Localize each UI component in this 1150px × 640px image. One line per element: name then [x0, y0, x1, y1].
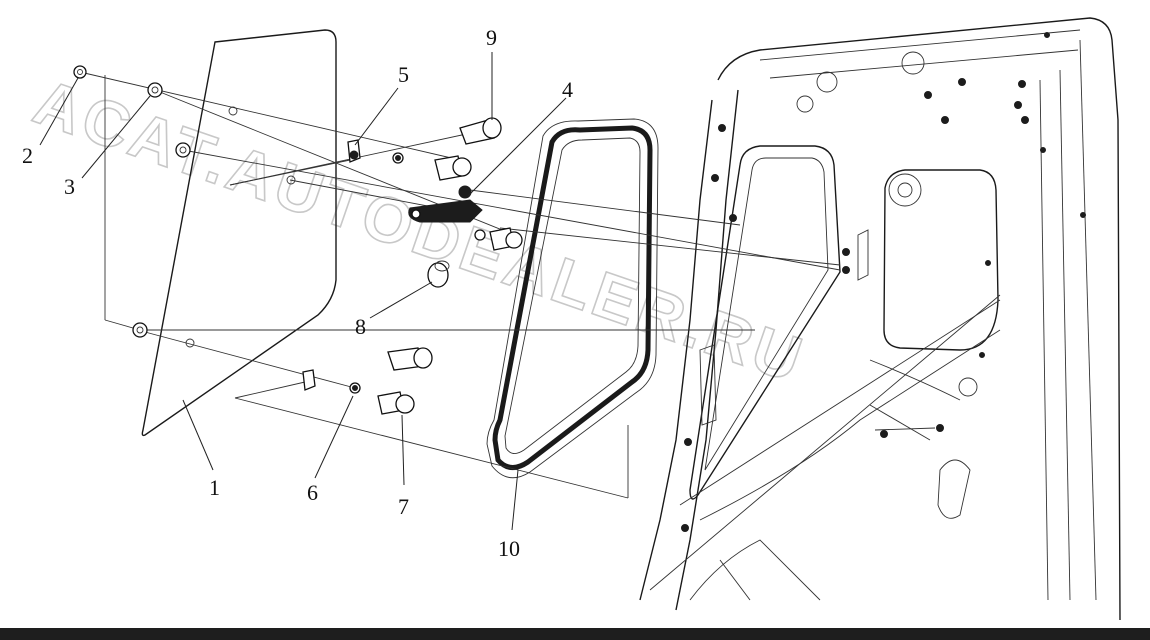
watermark-text: ACAT.AUTODEALER.RU: [25, 65, 814, 397]
cab-fasteners: [681, 32, 1086, 532]
bottom-border-bar: [0, 628, 1150, 640]
callout-9: 9: [486, 25, 497, 50]
callout-8: 8: [355, 314, 366, 339]
callout-labels: 2 3 5 9 4 8 1 6 7 10: [22, 25, 573, 561]
hardware-part-3: [132, 82, 191, 338]
spacer-part-8: [427, 260, 450, 288]
cab-body: [639, 17, 1121, 621]
sleeve-part-9: [387, 117, 502, 371]
hardware-part-2: [73, 65, 87, 79]
hinge-part-4: [408, 185, 483, 223]
callout-4: 4: [562, 77, 573, 102]
nut-part-6: [349, 152, 486, 394]
callout-3: 3: [64, 174, 75, 199]
callout-7: 7: [398, 494, 409, 519]
callout-10: 10: [498, 536, 520, 561]
glass-pane-part-1: [141, 29, 337, 437]
callout-1: 1: [209, 475, 220, 500]
clip-part-5: [302, 139, 361, 391]
bolt-part-7: [377, 155, 523, 415]
leader-lines: [39, 52, 567, 531]
rubber-seal-part-10: [486, 118, 659, 479]
callout-6: 6: [307, 480, 318, 505]
callout-2: 2: [22, 143, 33, 168]
callout-5: 5: [398, 62, 409, 87]
